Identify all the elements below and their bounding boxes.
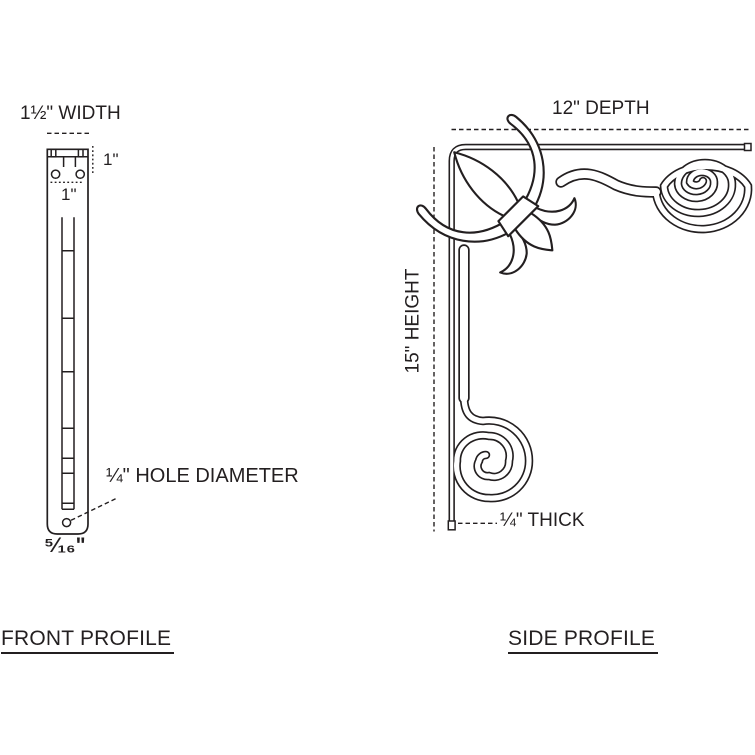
keyhole-ticks bbox=[62, 156, 77, 167]
hole-diameter-label: ¼" HOLE DIAMETER bbox=[106, 465, 299, 487]
top-end-tab bbox=[743, 142, 752, 152]
bottom-hole bbox=[61, 517, 72, 528]
bottom-scroll-inner bbox=[454, 387, 532, 501]
front-profile-drawing bbox=[46, 132, 117, 535]
material-thickness-label: ⁵⁄₁₆" bbox=[44, 534, 86, 557]
mounting-hole-right bbox=[75, 169, 86, 180]
fleur-right-petal bbox=[506, 113, 545, 211]
mounting-hole-left bbox=[50, 169, 61, 180]
front-bracket-outline bbox=[46, 148, 89, 535]
cap-notch-right bbox=[77, 148, 84, 158]
bottom-end-tab bbox=[447, 520, 456, 531]
fleur-band bbox=[497, 195, 540, 238]
depth-dimension-label: 12" DEPTH bbox=[552, 98, 650, 119]
hole-spacing-label: 1" bbox=[61, 185, 77, 204]
fleur-base-center bbox=[514, 212, 554, 252]
fleur-left-petal bbox=[415, 204, 513, 243]
fleur-de-lis-ornament bbox=[415, 113, 577, 275]
side-profile-caption: SIDE PROFILE bbox=[508, 627, 659, 654]
height-dimension-label: 15" HEIGHT bbox=[402, 268, 424, 374]
top-hole-offset-label: 1" bbox=[103, 150, 119, 169]
width-dimension-label: 1½" WIDTH bbox=[20, 103, 121, 124]
thickness-label: ¼" THICK bbox=[500, 510, 585, 531]
hole-diameter-leader-line bbox=[70, 497, 117, 521]
side-profile-drawing bbox=[415, 113, 753, 532]
fleur-center-petal bbox=[453, 151, 519, 217]
front-profile-caption: FRONT PROFILE bbox=[1, 627, 175, 654]
bracket-frame-inner bbox=[450, 145, 747, 523]
center-slot bbox=[61, 217, 75, 511]
top-ogee-strap-inner bbox=[557, 170, 660, 196]
cap-notch-left bbox=[50, 148, 57, 158]
top-right-scroll-inner bbox=[653, 160, 751, 232]
